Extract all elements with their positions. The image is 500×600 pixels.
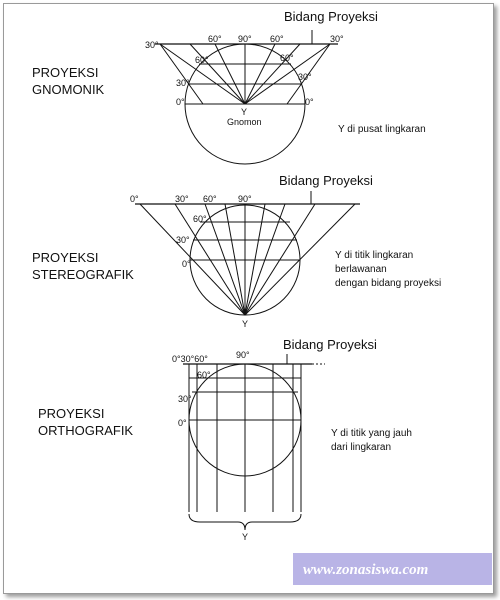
gnomonik-deg-60-left: 60°: [208, 34, 222, 44]
stereografik-deg-30-top: 30°: [175, 194, 189, 204]
stereografik-deg-60-inner: 60°: [193, 214, 207, 224]
orthografik-y-label: Y: [242, 532, 248, 542]
orthografik-brace: [188, 513, 302, 531]
gnomonik-y-label: Y: [241, 107, 247, 117]
gnomonik-deg-30-right: 30°: [298, 72, 312, 82]
stereografik-bidang-label: Bidang Proyeksi: [279, 173, 373, 188]
gnomonik-deg-30-left-top: 30°: [145, 40, 159, 50]
orthografik-deg-30-side: 30°: [178, 394, 192, 404]
orthografik-deg-60-inner: 60°: [197, 370, 211, 380]
gnomonik-bidang-label: Bidang Proyeksi: [284, 9, 378, 24]
gnomonik-deg-0-left: 0°: [176, 97, 185, 107]
gnomonik-deg-90: 90°: [238, 34, 252, 44]
stereografik-title-1: PROYEKSI: [32, 250, 98, 265]
stereografik-diagram: [135, 191, 360, 316]
gnomonik-deg-60-inner-right: 60°: [280, 53, 294, 63]
watermark-banner: [293, 553, 492, 585]
stereografik-note-2: berlawanan: [335, 264, 387, 275]
gnomonik-deg-60-inner: 60°: [195, 55, 209, 65]
orthografik-deg-top: 0°30°60°: [172, 354, 208, 364]
gnomonik-deg-60-right: 60°: [270, 34, 284, 44]
stereografik-deg-30-side: 30°: [176, 235, 190, 245]
orthografik-title-1: PROYEKSI: [38, 406, 104, 421]
orthografik-note-1: Y di titik yang jauh: [331, 428, 412, 439]
stereografik-deg-0-side: 0°: [182, 259, 191, 269]
gnomonik-note: Y di pusat lingkaran: [338, 124, 426, 135]
orthografik-title-2: ORTHOGRAFIK: [38, 423, 133, 438]
stereografik-note-1: Y di titik lingkaran: [335, 250, 413, 261]
orthografik-deg-90: 90°: [236, 350, 250, 360]
gnomonik-diagram: [155, 30, 338, 165]
stereografik-deg-0: 0°: [130, 194, 139, 204]
stereografik-deg-60-top: 60°: [203, 194, 217, 204]
gnomonik-deg-30-left: 30°: [176, 78, 190, 88]
orthografik-bidang-label: Bidang Proyeksi: [283, 337, 377, 352]
stereografik-y-label: Y: [242, 319, 248, 329]
gnomonik-title-1: PROYEKSI: [32, 65, 98, 80]
gnomonik-gnomon-label: Gnomon: [227, 117, 262, 127]
gnomonik-deg-0-right: 0°: [305, 97, 314, 107]
stereografik-deg-90: 90°: [238, 194, 252, 204]
stereografik-title-2: STEREOGRAFIK: [32, 267, 134, 282]
gnomonik-deg-30-right-top: 30°: [330, 34, 344, 44]
orthografik-deg-0-side: 0°: [178, 418, 187, 428]
stereografik-note-3: dengan bidang proyeksi: [335, 278, 441, 289]
watermark-text: www.zonasiswa.com: [303, 562, 428, 578]
orthografik-diagram: [183, 354, 325, 531]
orthografik-note-2: dari lingkaran: [331, 442, 391, 453]
gnomonik-title-2: GNOMONIK: [32, 82, 105, 97]
